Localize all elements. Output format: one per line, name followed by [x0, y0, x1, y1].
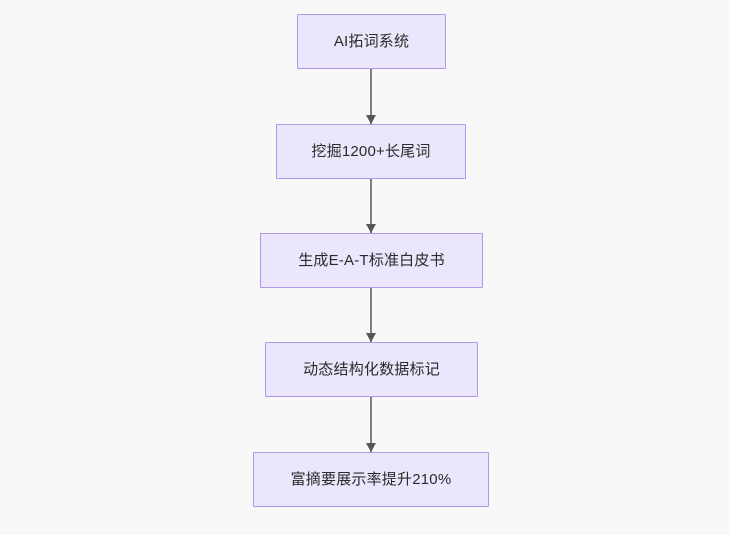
flow-node-label: 富摘要展示率提升210% — [290, 471, 452, 488]
edge-n2-n3 — [366, 179, 376, 233]
flow-node-label: 挖掘1200+长尾词 — [311, 143, 431, 160]
flow-node-label: AI拓词系统 — [333, 33, 410, 50]
flow-node-label: 生成E-A-T标准白皮书 — [298, 252, 445, 269]
flow-node-label: 动态结构化数据标记 — [303, 361, 440, 378]
flow-node-generate-eat-whitepaper[interactable]: 生成E-A-T标准白皮书 — [260, 233, 483, 288]
edge-n1-n2 — [366, 69, 376, 124]
flow-node-mine-longtail-keywords[interactable]: 挖掘1200+长尾词 — [276, 124, 466, 179]
flow-node-dynamic-structured-data-markup[interactable]: 动态结构化数据标记 — [265, 342, 478, 397]
arrowhead-icon — [366, 224, 376, 233]
arrowhead-icon — [366, 443, 376, 452]
arrowhead-icon — [366, 333, 376, 342]
edge-n4-n5 — [366, 397, 376, 452]
flow-node-ai-keyword-system[interactable]: AI拓词系统 — [297, 14, 446, 69]
edge-line — [370, 69, 372, 124]
edge-line — [370, 179, 372, 233]
edge-line — [370, 397, 372, 452]
flow-node-rich-snippet-rate-increase[interactable]: 富摘要展示率提升210% — [253, 452, 489, 507]
edge-line — [370, 288, 372, 342]
arrowhead-icon — [366, 115, 376, 124]
edge-n3-n4 — [366, 288, 376, 342]
